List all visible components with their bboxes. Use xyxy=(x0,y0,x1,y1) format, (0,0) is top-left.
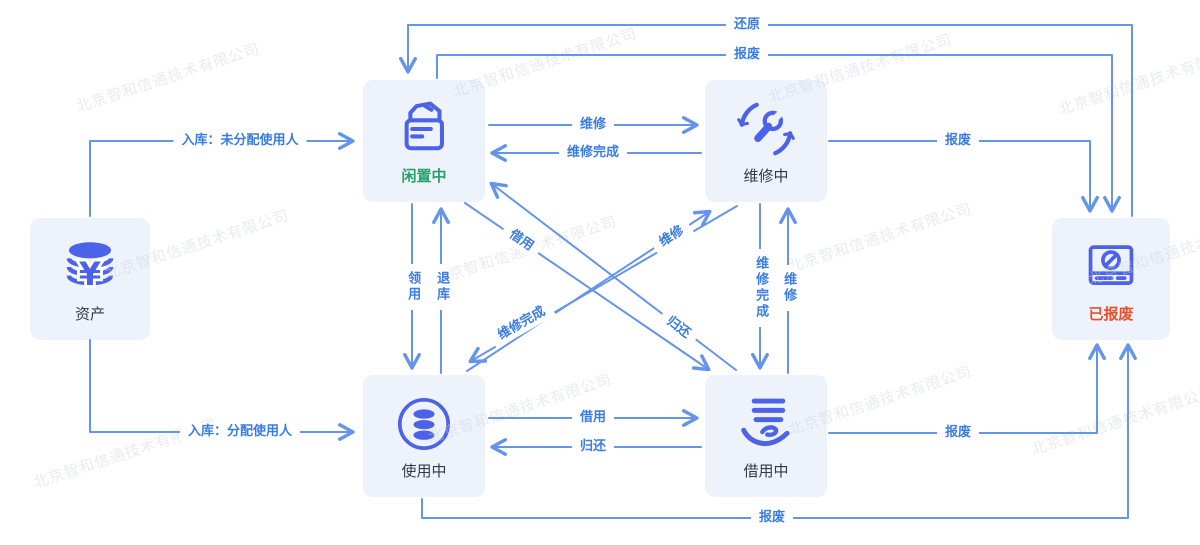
node-asset: ¥ 资产 xyxy=(30,218,150,340)
edge-restore-line xyxy=(399,24,1133,217)
node-inuse-label: 使用中 xyxy=(401,462,447,480)
node-scrapped-label: 已报废 xyxy=(1088,305,1134,323)
node-asset-label: 资产 xyxy=(74,305,105,323)
edge-repair-done-diag-line xyxy=(468,205,738,364)
node-repairing: 维修中 xyxy=(705,80,827,202)
node-borrowed-label: 借用中 xyxy=(743,462,789,480)
edge-inbound-unassigned-line xyxy=(89,132,355,217)
edge-inbound-assigned-line xyxy=(89,339,355,441)
node-scrapped: 已报废 xyxy=(1052,218,1170,340)
database-circle-icon xyxy=(397,397,451,451)
node-inuse: 使用中 xyxy=(363,375,485,497)
monitor-ban-icon xyxy=(1088,245,1134,285)
node-borrowed: 借用中 xyxy=(705,375,827,497)
node-idle: 闲置中 xyxy=(363,80,485,202)
hand-layers-icon xyxy=(741,398,790,447)
edge-repair-diag-line xyxy=(466,209,712,372)
coin-stack-icon: ¥ xyxy=(66,242,114,296)
node-repairing-label: 维修中 xyxy=(743,167,789,185)
node-idle-label: 闲置中 xyxy=(401,167,447,185)
edge-scrap-borrowed-line xyxy=(828,343,1106,434)
edge-scrap-top-line xyxy=(436,54,1121,213)
storage-box-icon xyxy=(404,101,444,151)
wrench-sync-icon xyxy=(737,102,795,156)
svg-text:¥: ¥ xyxy=(79,255,102,293)
edge-scrap-repairing-line xyxy=(828,140,1099,213)
